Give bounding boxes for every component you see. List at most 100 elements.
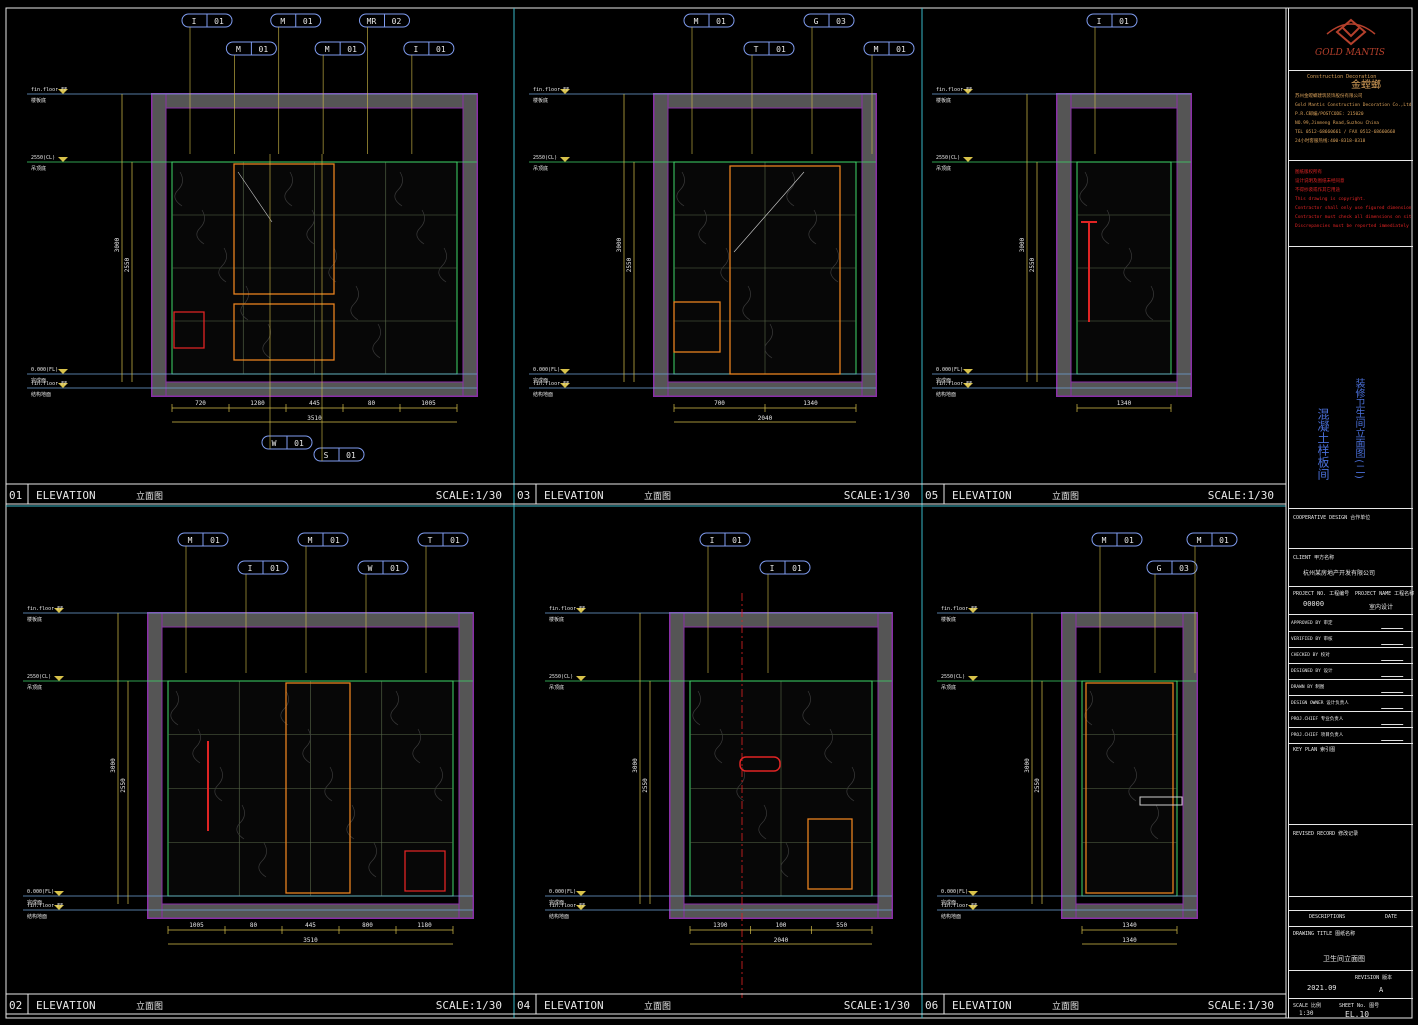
brand-logo: GOLD MANTIS xyxy=(1307,14,1395,66)
project-title: 混凝土样板间 xyxy=(1316,408,1330,480)
marble-vein xyxy=(780,842,789,878)
approval-row: DESIGN OWNER 设计负责人 xyxy=(1289,696,1413,712)
marble-vein xyxy=(1123,247,1132,283)
drawing-title-value: 卫生间立面图 xyxy=(1323,955,1365,963)
tag-letter: M xyxy=(1102,536,1107,545)
dim-total-value: 3510 xyxy=(303,937,318,944)
level-marker: 0.000(FL)完成面 xyxy=(23,889,473,906)
signature-icon xyxy=(1380,666,1408,677)
shower-glass xyxy=(729,165,841,375)
level-triangle xyxy=(576,676,586,681)
panel-scale: SCALE:1/30 xyxy=(1208,489,1274,502)
signature-icon xyxy=(1380,682,1408,693)
tag-number: 01 xyxy=(270,564,280,573)
dim-text-3000: 3000 xyxy=(1019,237,1026,252)
tag-number: 01 xyxy=(294,439,304,448)
marble-vein xyxy=(1145,285,1154,321)
level-triangle xyxy=(560,157,570,162)
tag-letter: M xyxy=(188,536,193,545)
level-label-cn: 结构地面 xyxy=(549,913,569,920)
level-label-cn: 结构地面 xyxy=(31,391,51,398)
note-line: Contractor shall only use figured dimens… xyxy=(1295,206,1411,211)
marble-vein xyxy=(372,323,381,359)
tag-number: 01 xyxy=(436,45,446,54)
level-triangle xyxy=(560,369,570,374)
level-label-en: 2550(CL) xyxy=(27,674,51,680)
wall-right xyxy=(877,612,893,919)
floor-slab xyxy=(669,903,893,919)
dim-value: 1005 xyxy=(421,400,436,407)
level-label-cn: 楼板底 xyxy=(27,616,42,623)
floor-slab xyxy=(151,381,478,397)
level-label-en: 0.000(FL) xyxy=(941,889,968,895)
vanity-unit xyxy=(233,303,335,361)
marble-vein xyxy=(434,766,443,802)
dim-value: 1340 xyxy=(1122,922,1137,929)
tag-letter: M xyxy=(236,45,241,54)
floor-slab xyxy=(147,903,474,919)
panel-label: ELEVATION xyxy=(952,999,1012,1012)
date-value: 2021.09 xyxy=(1307,984,1337,992)
level-label-cn: 结构地面 xyxy=(941,913,961,920)
level-label-en: fin.floor FF xyxy=(936,87,972,93)
marble-vein xyxy=(1079,171,1088,207)
marble-vein xyxy=(1150,804,1159,840)
wall-left xyxy=(151,93,167,397)
dim-total-value: 3510 xyxy=(307,415,322,422)
elevation-05: fin.floor FF楼板底2550(CL)吊顶底0.000(FL)完成面fi… xyxy=(932,13,1192,412)
level-label-en: fin.floor FF xyxy=(549,903,585,909)
panel-scale: SCALE:1/30 xyxy=(436,489,502,502)
panel-label-cn: 立面图 xyxy=(1052,1000,1079,1012)
level-triangle xyxy=(963,383,973,388)
dim-text-2550: 2550 xyxy=(120,778,127,793)
shower-door xyxy=(285,682,351,894)
level-label-cn: 楼板底 xyxy=(533,97,548,104)
basin-cabinet xyxy=(807,818,853,890)
marble-vein xyxy=(218,247,227,283)
tag-number: 01 xyxy=(347,45,357,54)
dim-value: 1005 xyxy=(189,922,204,929)
tag-number: 02 xyxy=(392,17,402,26)
fixtures xyxy=(1085,682,1183,894)
marble-vein xyxy=(742,285,751,321)
glass-reflection xyxy=(733,171,805,253)
dim-text-3000: 3000 xyxy=(616,237,623,252)
signature-icon xyxy=(1380,698,1408,709)
approval-row: APPROVED BY 审定 xyxy=(1289,616,1413,632)
marble-vein xyxy=(306,209,315,245)
panel-label-cn: 立面图 xyxy=(644,490,671,502)
marble-vein xyxy=(390,690,399,726)
level-triangle xyxy=(963,89,973,94)
level-label-cn: 吊顶底 xyxy=(549,684,564,691)
note-line: Contractor must check all dimensions on … xyxy=(1295,215,1411,220)
tag-letter: G xyxy=(1157,564,1162,573)
level-marker: 0.000(FL)完成面 xyxy=(545,889,892,906)
marble-vein xyxy=(736,766,745,802)
bottom-dimensions: 1340 xyxy=(1076,400,1172,412)
tag-letter: I xyxy=(710,536,715,545)
level-label-en: fin.floor FF xyxy=(941,903,977,909)
marble-vein xyxy=(394,171,403,207)
panel-scale: SCALE:1/30 xyxy=(844,489,910,502)
level-label-cn: 吊顶底 xyxy=(27,684,42,691)
level-label-cn: 结构地面 xyxy=(936,391,956,398)
